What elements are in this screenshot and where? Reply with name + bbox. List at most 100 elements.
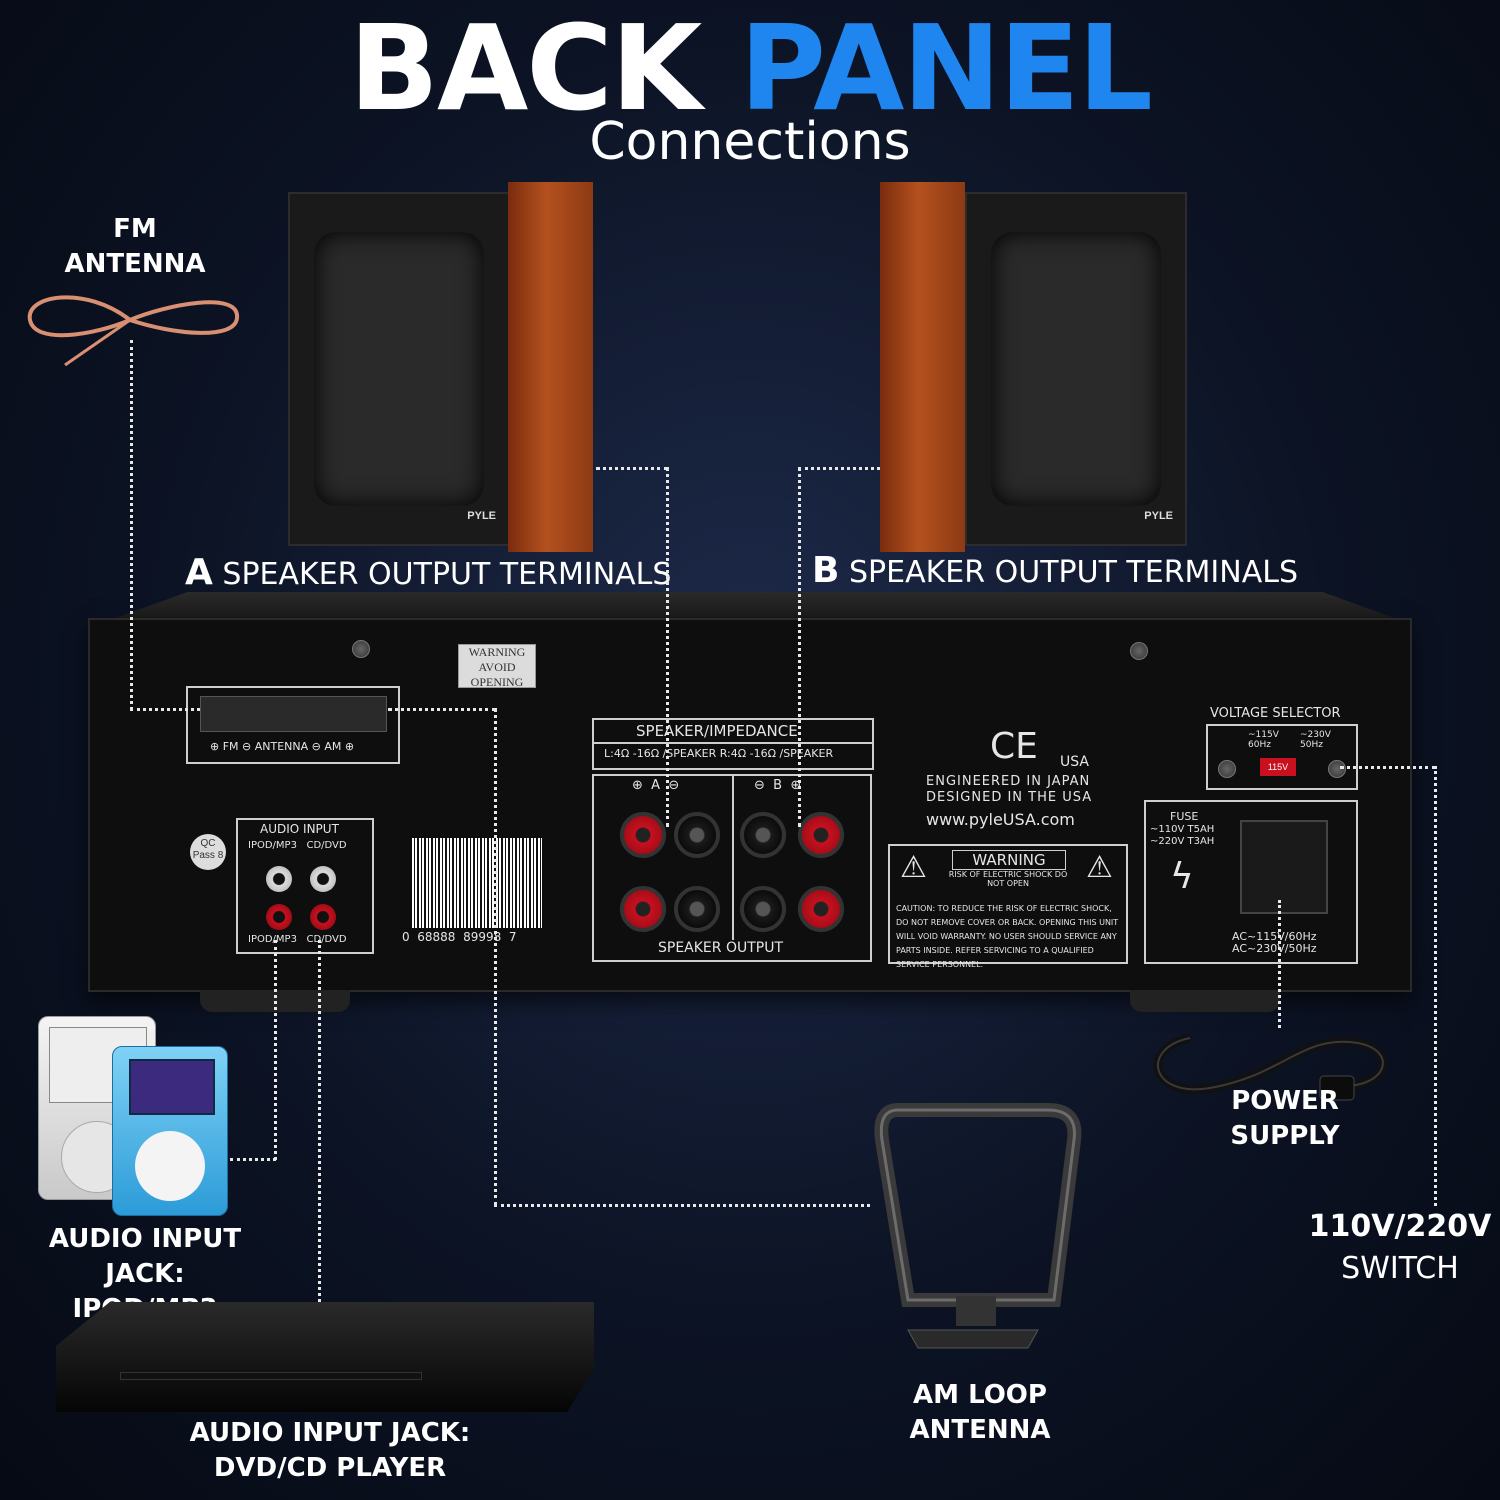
mp3-screen (129, 1059, 215, 1115)
iec-power-socket[interactable] (1240, 820, 1328, 914)
designed-text: DESIGNED IN THE USA (926, 790, 1093, 805)
channel-a-label: ⊕ A ⊖ (632, 778, 680, 793)
amplifier-top-cover (110, 592, 1400, 620)
b-left-negative-terminal[interactable] (740, 812, 786, 858)
ipod-right-jack[interactable] (266, 904, 292, 930)
fuse-title: FUSE (1170, 810, 1199, 823)
page-title: BACK PANEL (0, 8, 1500, 128)
barcode-number: 0 68888 89998 7 (402, 930, 517, 944)
voltage-switch[interactable]: 115V (1260, 758, 1296, 776)
dvd-player-icon (56, 1302, 594, 1412)
screw-icon (1218, 760, 1236, 778)
lightning-triangle-icon: ⚠ (900, 850, 927, 885)
exclamation-triangle-icon: ⚠ (1086, 850, 1113, 885)
speaker-b-connector-line (798, 467, 801, 827)
title-word-panel: PANEL (739, 0, 1153, 137)
warning-sticker-line2: AVOID OPENING (470, 660, 524, 689)
speaker-b-wood-side (880, 182, 965, 552)
screw-icon (1130, 642, 1148, 660)
am-loop-line1: AM LOOP (913, 1380, 1047, 1410)
cddvd-left-jack[interactable] (310, 866, 336, 892)
speaker-b-front: PYLE (965, 192, 1187, 546)
antenna-terminal-block: ⊕ FM ⊖ ANTENNA ⊖ AM ⊕ (186, 686, 400, 764)
ipod-connector-line (274, 940, 277, 1160)
page-subtitle: Connections (589, 112, 911, 172)
cddvd-right-jack[interactable] (310, 904, 336, 930)
a-left-positive-terminal[interactable] (620, 812, 666, 858)
speaker-b-label: B SPEAKER OUTPUT TERMINALS (812, 550, 1298, 591)
am-connector-line (494, 708, 497, 1206)
fm-antenna-label-line2: ANTENNA (64, 249, 206, 279)
fm-antenna-wire-icon (27, 295, 239, 367)
fm-antenna-label: FM ANTENNA (60, 212, 210, 282)
switch-connector-line (1434, 766, 1437, 1206)
speaker-a-label: A SPEAKER OUTPUT TERMINALS (185, 552, 671, 593)
speaker-a-logo: PYLE (467, 510, 496, 522)
ipod-left-jack[interactable] (266, 866, 292, 892)
title-word-back: BACK (349, 0, 702, 137)
voltage-selector-title: VOLTAGE SELECTOR (1210, 706, 1341, 721)
am-connector-line (388, 708, 496, 711)
warning-body: CAUTION: TO REDUCE THE RISK OF ELECTRIC … (896, 904, 1119, 969)
impedance-divider (594, 742, 872, 744)
warning-sticker-line1: WARNING (468, 645, 526, 659)
speaker-a-text: SPEAKER OUTPUT TERMINALS (222, 557, 672, 592)
mp3-wheel (135, 1131, 205, 1201)
ce-mark: CE (990, 726, 1038, 767)
b-left-positive-terminal[interactable] (798, 812, 844, 858)
am-loop-line2: ANTENNA (909, 1415, 1051, 1445)
power-connector-line (1278, 900, 1281, 1028)
speaker-b-logo: PYLE (1144, 510, 1173, 522)
speaker-a-wood-side (508, 182, 593, 552)
amplifier-back-panel: WARNING AVOID OPENING ⊕ FM ⊖ ANTENNA ⊖ A… (88, 618, 1412, 1012)
qc-pass-sticker: QC Pass 8 (190, 834, 226, 870)
voltage-switch-label: 110V/220V SWITCH (1300, 1206, 1500, 1290)
screw-icon (1328, 760, 1346, 778)
a-right-positive-terminal[interactable] (620, 886, 666, 932)
antenna-block-label: ⊕ FM ⊖ ANTENNA ⊖ AM ⊕ (210, 740, 355, 753)
ac-230: AC~230V/50Hz (1232, 942, 1317, 955)
switch-connector-line (1340, 766, 1436, 769)
speaker-a-front: PYLE (288, 192, 510, 546)
a-right-negative-terminal[interactable] (674, 886, 720, 932)
audio-input-ipod-line1: AUDIO INPUT JACK: (48, 1224, 242, 1289)
fm-connector-line (130, 340, 133, 710)
antenna-clips[interactable] (200, 696, 387, 732)
audio-input-dvd-line2: DVD/CD PLAYER (213, 1453, 447, 1483)
impedance-title: SPEAKER/IMPEDANCE (636, 722, 798, 740)
voltage-115-label: ~115V 60Hz (1248, 730, 1279, 750)
warning-sub: RISK OF ELECTRIC SHOCK DO NOT OPEN (948, 870, 1068, 888)
shock-warning-block: ⚠ ⚠ WARNING RISK OF ELECTRIC SHOCK DO NO… (888, 844, 1128, 969)
ipod-connector-line (230, 1158, 276, 1161)
warning-sticker: WARNING AVOID OPENING (458, 644, 536, 689)
voltage-230-label: ~230V 50Hz (1300, 730, 1331, 750)
impedance-block: SPEAKER/IMPEDANCE L:4Ω -16Ω /SPEAKER R:4… (592, 718, 874, 770)
warning-title: WARNING (952, 850, 1066, 870)
fm-connector-line (130, 708, 200, 711)
website-text: www.pyleUSA.com (926, 810, 1075, 829)
channel-b-label: ⊖ B ⊕ (754, 778, 802, 793)
lightning-icon: ϟ (1170, 856, 1194, 897)
impedance-values: L:4Ω -16Ω /SPEAKER R:4Ω -16Ω /SPEAKER (604, 747, 834, 760)
speaker-a-grille (314, 232, 484, 506)
audio-input-top-label: IPOD/MP3 CD/DVD (248, 840, 347, 851)
power-supply-line2: SUPPLY (1230, 1121, 1340, 1151)
b-right-positive-terminal[interactable] (798, 886, 844, 932)
speaker-a-letter: A (185, 552, 213, 593)
b-right-negative-terminal[interactable] (740, 886, 786, 932)
a-left-negative-terminal[interactable] (674, 812, 720, 858)
speaker-output-label: SPEAKER OUTPUT (658, 940, 784, 956)
am-loop-label: AM LOOP ANTENNA (880, 1378, 1080, 1448)
audio-input-bottom-label: IPOD/MP3 CD/DVD (248, 934, 347, 945)
fm-antenna-label-line1: FM (113, 214, 157, 244)
voltage-switch-line1: 110V/220V (1308, 1209, 1492, 1244)
dvd-connector-line (318, 940, 321, 1302)
speaker-b-text: SPEAKER OUTPUT TERMINALS (849, 555, 1299, 590)
fuse-115: ~110V T5AH (1150, 824, 1215, 835)
speaker-a-connector-line (596, 467, 668, 470)
am-connector-line (494, 1204, 870, 1207)
speaker-b-connector-line (798, 467, 880, 470)
speaker-a-connector-line (666, 467, 669, 827)
power-supply-line1: POWER (1231, 1086, 1339, 1116)
audio-input-dvd-label: AUDIO INPUT JACK: DVD/CD PLAYER (170, 1416, 490, 1486)
